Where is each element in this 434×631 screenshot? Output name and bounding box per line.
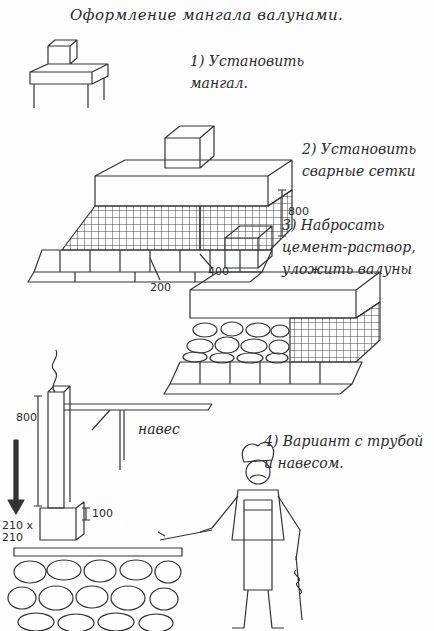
brick-base bbox=[28, 250, 272, 282]
chef-moustache bbox=[250, 475, 266, 478]
boulder bbox=[237, 353, 263, 363]
boulder bbox=[120, 560, 152, 580]
grill-hood bbox=[40, 502, 84, 540]
boulder bbox=[76, 586, 108, 608]
dimension-label: 100 bbox=[92, 508, 122, 520]
welded-mesh bbox=[200, 190, 292, 250]
step-note: 4) Вариант с трубой и навесом. bbox=[264, 430, 430, 474]
boulder bbox=[183, 352, 207, 362]
diagram-title: Оформление мангала валунами. bbox=[70, 4, 390, 26]
boulder bbox=[193, 323, 217, 337]
boulder bbox=[18, 613, 54, 631]
step-note: 1) Установить мангал. bbox=[190, 50, 310, 94]
boulder bbox=[14, 561, 46, 583]
step-note: 3) Набросать цемент-раствор, уложить вал… bbox=[282, 214, 432, 280]
boulder bbox=[215, 337, 239, 353]
welded-mesh bbox=[62, 206, 200, 250]
boulder bbox=[139, 614, 173, 631]
boulder bbox=[241, 339, 267, 353]
grill-sketch bbox=[30, 40, 108, 108]
boulder bbox=[111, 586, 145, 610]
boulder bbox=[47, 560, 81, 580]
boulder bbox=[98, 613, 134, 631]
brick-base bbox=[164, 362, 362, 394]
chef-body bbox=[232, 490, 284, 540]
chef-apron bbox=[244, 500, 272, 590]
boulder bbox=[269, 340, 289, 354]
boulder bbox=[210, 353, 234, 363]
dimension-label: 200 bbox=[150, 282, 180, 294]
boulder-group bbox=[183, 322, 289, 363]
boulder bbox=[39, 586, 73, 610]
grill-body bbox=[14, 548, 182, 556]
boulder-group bbox=[8, 560, 181, 631]
boulder bbox=[221, 322, 243, 336]
boulder bbox=[150, 588, 178, 610]
dimension-line bbox=[34, 396, 90, 520]
chef-arm bbox=[200, 496, 300, 560]
boulder bbox=[187, 339, 213, 353]
boulder bbox=[58, 614, 94, 631]
dimension-label: 400 bbox=[208, 266, 238, 278]
boulder bbox=[8, 587, 36, 609]
boulder bbox=[271, 325, 289, 337]
boulder bbox=[266, 353, 288, 363]
chef-legs bbox=[232, 590, 284, 628]
dimension-label: 210 x 210 bbox=[2, 520, 36, 544]
skewer bbox=[158, 530, 212, 540]
step-note: 2) Установить сварные сетки bbox=[302, 138, 422, 182]
welded-mesh bbox=[290, 302, 380, 362]
grill-sketch bbox=[95, 126, 292, 206]
canopy-label: навес bbox=[138, 418, 198, 440]
dimension-label: 800 bbox=[288, 206, 318, 218]
big-arrow bbox=[8, 440, 24, 514]
canopy bbox=[64, 404, 212, 470]
dimension-line bbox=[150, 190, 286, 280]
boulder bbox=[84, 560, 116, 582]
boulder bbox=[246, 323, 270, 337]
skewer bbox=[294, 556, 302, 620]
dimension-label: 800 bbox=[16, 412, 46, 424]
boulder bbox=[155, 561, 181, 583]
